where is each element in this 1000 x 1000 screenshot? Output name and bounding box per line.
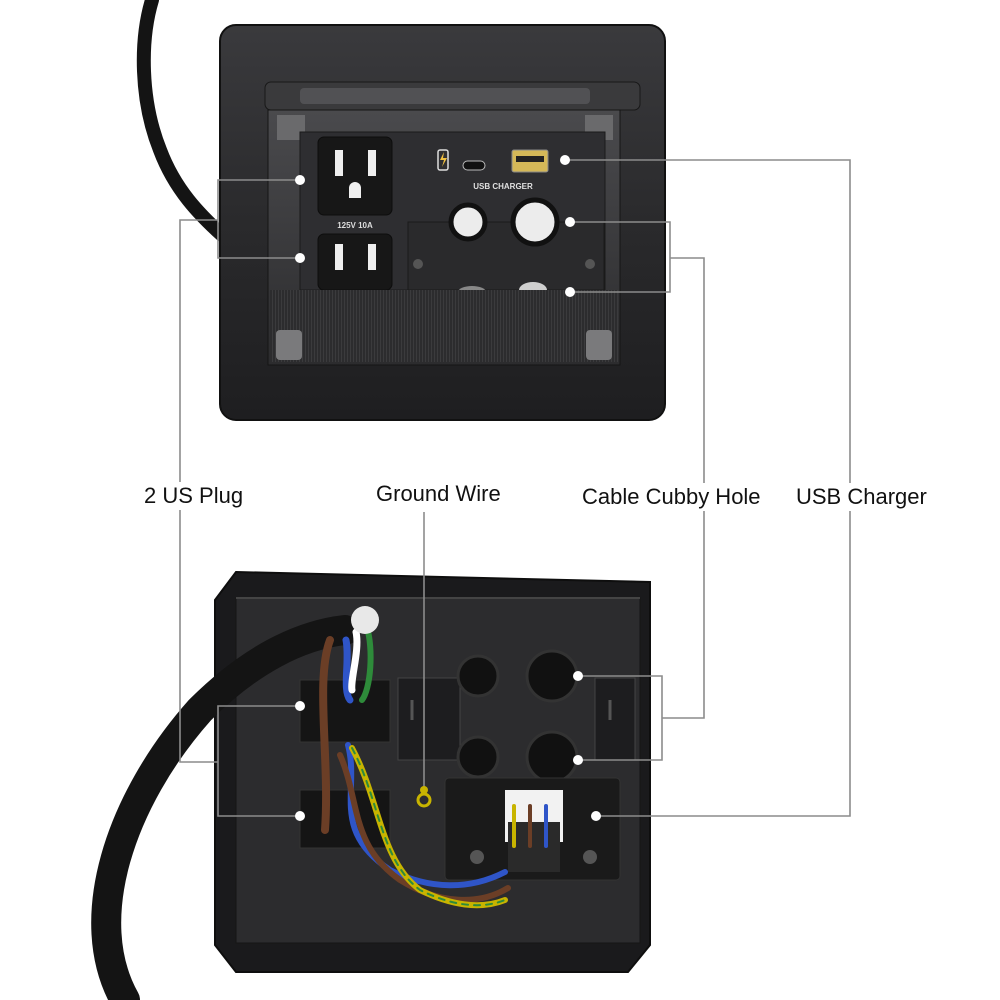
usb-charger-module: USB CHARGER bbox=[437, 149, 549, 191]
top-power-box: 125V 10A USB CHARGER bbox=[136, 0, 666, 421]
label-ground-wire: Ground Wire bbox=[372, 480, 505, 508]
sticker bbox=[351, 606, 379, 634]
leader-dots bbox=[295, 155, 601, 821]
cubby-plate bbox=[407, 221, 605, 291]
power-cord-top bbox=[136, 0, 229, 242]
screw-icon bbox=[583, 850, 597, 864]
usb-c-port bbox=[462, 160, 486, 171]
us-outlet-2 bbox=[317, 233, 393, 291]
cubby-hole-b3 bbox=[456, 735, 500, 779]
lightning-icon bbox=[440, 152, 447, 167]
screw-icon bbox=[413, 259, 423, 269]
screw-icon bbox=[470, 850, 484, 864]
brush-strip bbox=[270, 290, 618, 362]
cubby-hole-b2 bbox=[525, 649, 579, 703]
screw-icon bbox=[585, 259, 595, 269]
cubby-hole-large bbox=[510, 197, 560, 247]
label-cable-cubby: Cable Cubby Hole bbox=[578, 483, 765, 511]
bottom-power-box bbox=[91, 570, 651, 1000]
label-usb-charger: USB Charger bbox=[792, 483, 931, 511]
us-outlet-1 bbox=[317, 136, 393, 216]
label-us-plug: 2 US Plug bbox=[140, 482, 248, 510]
cubby-hole-small bbox=[448, 202, 488, 242]
cubby-hole-b4 bbox=[525, 730, 579, 784]
rating-label: 125V 10A bbox=[337, 221, 373, 230]
usb-charger-text: USB CHARGER bbox=[473, 182, 533, 191]
cubby-hole-b1 bbox=[456, 654, 500, 698]
power-cord-bottom bbox=[91, 615, 360, 1000]
internal-wires bbox=[319, 617, 548, 909]
